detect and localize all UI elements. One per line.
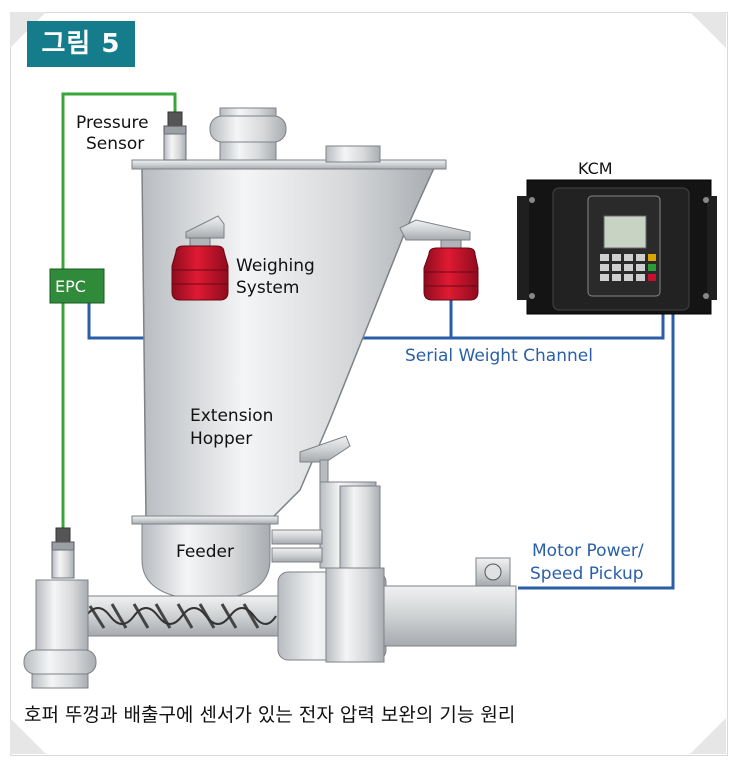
pressure-sensor-label-2: Sensor <box>86 134 144 154</box>
pressure-sensor-bottom <box>51 527 75 579</box>
hopper-lid <box>131 159 447 170</box>
pressure-sensor-top <box>163 111 187 161</box>
serial-weight-channel-label: Serial Weight Channel <box>405 346 593 366</box>
weighing-system-label-2: System <box>236 278 299 298</box>
extension-hopper-label-2: Hopper <box>190 429 252 449</box>
weighing-system-label-1: Weighing <box>236 256 315 276</box>
hopper-top-nozzle <box>209 107 381 163</box>
motor-power-line <box>518 312 675 590</box>
drive-gearbox <box>271 481 381 569</box>
load-cell-right <box>423 239 479 301</box>
load-cell-left <box>171 215 229 301</box>
extension-hopper <box>141 167 436 521</box>
motor-bracket <box>299 435 351 463</box>
figure-badge: 그림 5 <box>27 21 135 67</box>
corner-fold-bottom-right <box>690 718 726 754</box>
feeder-label: Feeder <box>176 542 234 562</box>
corner-fold-bottom-left <box>10 718 46 754</box>
sensor-signal-line <box>61 92 177 528</box>
discharge-outlet <box>23 579 97 689</box>
motor-power-label-2: Speed Pickup <box>530 564 644 584</box>
motor-power-label-1: Motor Power/ <box>532 541 644 561</box>
figure-caption: 호퍼 뚜껑과 배출구에 센서가 있는 전자 압력 보완의 기능 원리 <box>24 704 516 726</box>
corner-fold-top-right <box>690 12 726 48</box>
pressure-sensor-label-1: Pressure <box>76 113 149 133</box>
extension-hopper-label-1: Extension <box>190 406 273 426</box>
epc-label: EPC <box>55 277 86 296</box>
kcm-label: KCM <box>578 159 613 178</box>
epc-box <box>49 268 105 304</box>
feeder-trough <box>141 523 271 601</box>
feeder-flange <box>131 515 279 525</box>
weighing-bracket-right <box>399 219 471 241</box>
drive-motor <box>277 557 517 663</box>
kcm-controller <box>517 179 717 315</box>
screw-conveyor <box>77 595 279 637</box>
